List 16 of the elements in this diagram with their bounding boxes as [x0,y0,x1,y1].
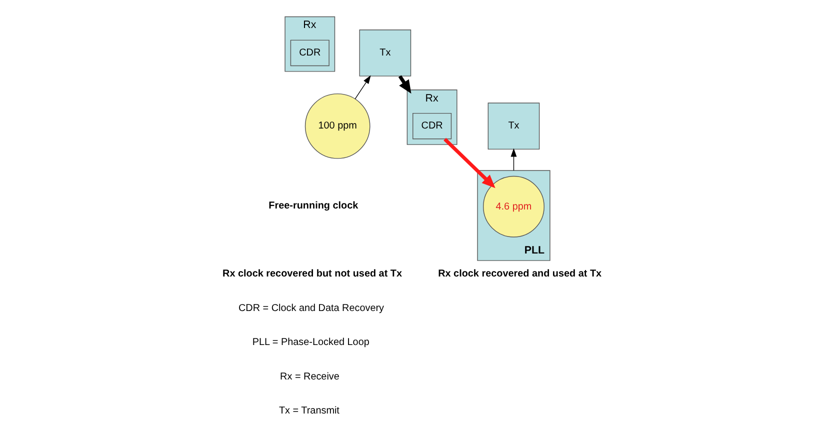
label: Rx = Receive [280,371,339,382]
arrow [398,75,411,94]
node-box: Tx [487,102,540,150]
arrow [510,148,516,171]
label: CDR = Clock and Data Recovery [238,303,384,314]
label: Rx clock recovered but not used at Tx [222,268,402,280]
node-box: Tx [358,30,411,76]
node-box: CDR [412,112,452,140]
label: Tx = Transmit [278,405,339,416]
label: PLL = Phase-Locked Loop [252,337,369,348]
arrow [443,138,495,188]
node-box: CDR [290,40,329,66]
arrow [354,75,370,100]
label: Rx clock recovered and used at Tx [438,268,602,280]
node-circle: 100 ppm [304,93,370,159]
label: Free-running clock [268,200,358,212]
